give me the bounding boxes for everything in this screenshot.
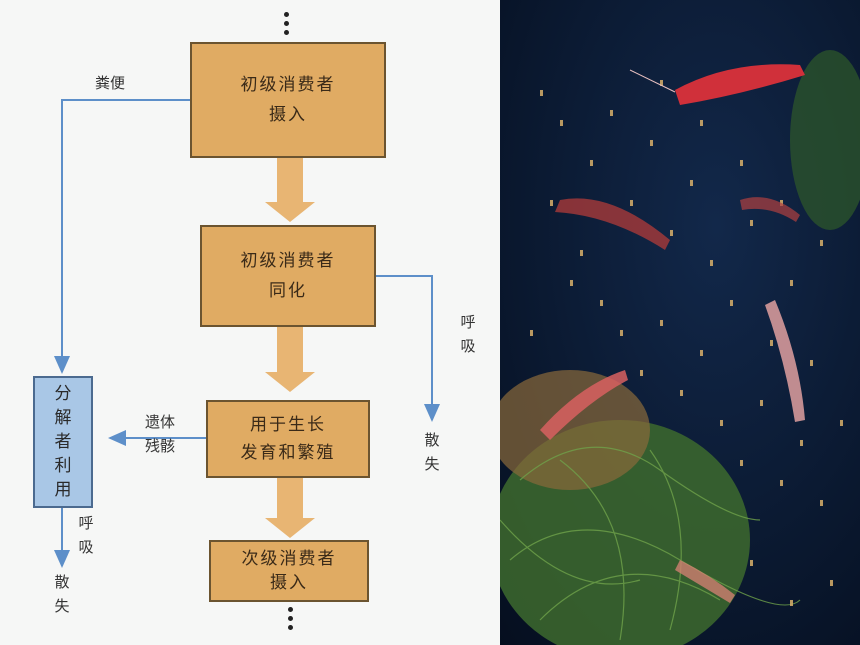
- shrimp-6: [740, 197, 800, 222]
- box1-line1: 初级消费者: [240, 75, 336, 95]
- box4-line2: 摄入: [270, 573, 308, 593]
- decomposer-char: 分: [54, 384, 72, 404]
- dissipation-char: 散: [54, 573, 70, 591]
- respiration-char: 呼: [460, 313, 476, 331]
- dissipation-char: 失: [54, 597, 70, 615]
- respiration-char: 吸: [78, 538, 94, 556]
- orange-arrow-1: [265, 158, 315, 222]
- respiration-char: 吸: [460, 337, 476, 355]
- respiration-arrow-right: [374, 275, 440, 422]
- decomposer-char: 者: [54, 432, 72, 452]
- box-secondary-intake: 次级消费者 摄入: [209, 540, 369, 602]
- bottom-ellipsis: [286, 607, 294, 630]
- remains-label: 遗体 残骸: [145, 410, 175, 458]
- box-primary-intake: 初级消费者 摄入: [190, 42, 386, 158]
- flow-arrows: [54, 99, 440, 568]
- orange-arrow-2: [265, 326, 315, 392]
- respiration-label-left: 呼 吸: [76, 511, 96, 559]
- box3-line1: 用于生长: [250, 415, 326, 435]
- top-ellipsis: [282, 12, 290, 35]
- feces-arrow: [54, 99, 190, 374]
- box2-line2: 同化: [269, 281, 307, 301]
- dissipation-char: 失: [424, 455, 440, 473]
- shrimp-photo-illustration: [500, 0, 860, 645]
- box-decomposer: 分 解 者 利 用: [33, 376, 93, 508]
- shrimp-3: [765, 300, 805, 422]
- shrimp-photo: [500, 0, 860, 645]
- box3-line2: 发育和繁殖: [240, 443, 336, 463]
- remains-line2: 残骸: [145, 437, 176, 455]
- box1-line2: 摄入: [269, 105, 307, 125]
- decomposer-char: 用: [54, 480, 72, 500]
- respiration-char: 呼: [78, 514, 94, 532]
- dissipation-label-right: 散 失: [422, 428, 442, 476]
- shrimp-2: [555, 198, 670, 250]
- decomposer-char: 解: [54, 408, 72, 428]
- shrimp-4: [540, 370, 628, 440]
- energy-flow-diagram: 初级消费者 摄入 初级消费者 同化 用于生长 发育和繁殖 次级消费者 摄入 分 …: [33, 12, 478, 630]
- shrimp-1: [629, 64, 805, 105]
- orange-arrow-3: [265, 476, 315, 538]
- feces-label: 粪便: [95, 74, 126, 92]
- remains-line1: 遗体: [145, 413, 176, 431]
- shrimp-5: [675, 560, 735, 603]
- box-growth-reproduction: 用于生长 发育和繁殖: [206, 400, 370, 478]
- box-primary-assimilation: 初级消费者 同化: [200, 225, 376, 327]
- dissipation-label-left: 散 失: [52, 570, 72, 618]
- box4-line1: 次级消费者: [241, 549, 337, 569]
- respiration-label-right: 呼 吸: [458, 310, 478, 358]
- decomposer-char: 利: [54, 456, 72, 476]
- box2-line1: 初级消费者: [240, 251, 336, 271]
- dissipation-char: 散: [424, 431, 440, 449]
